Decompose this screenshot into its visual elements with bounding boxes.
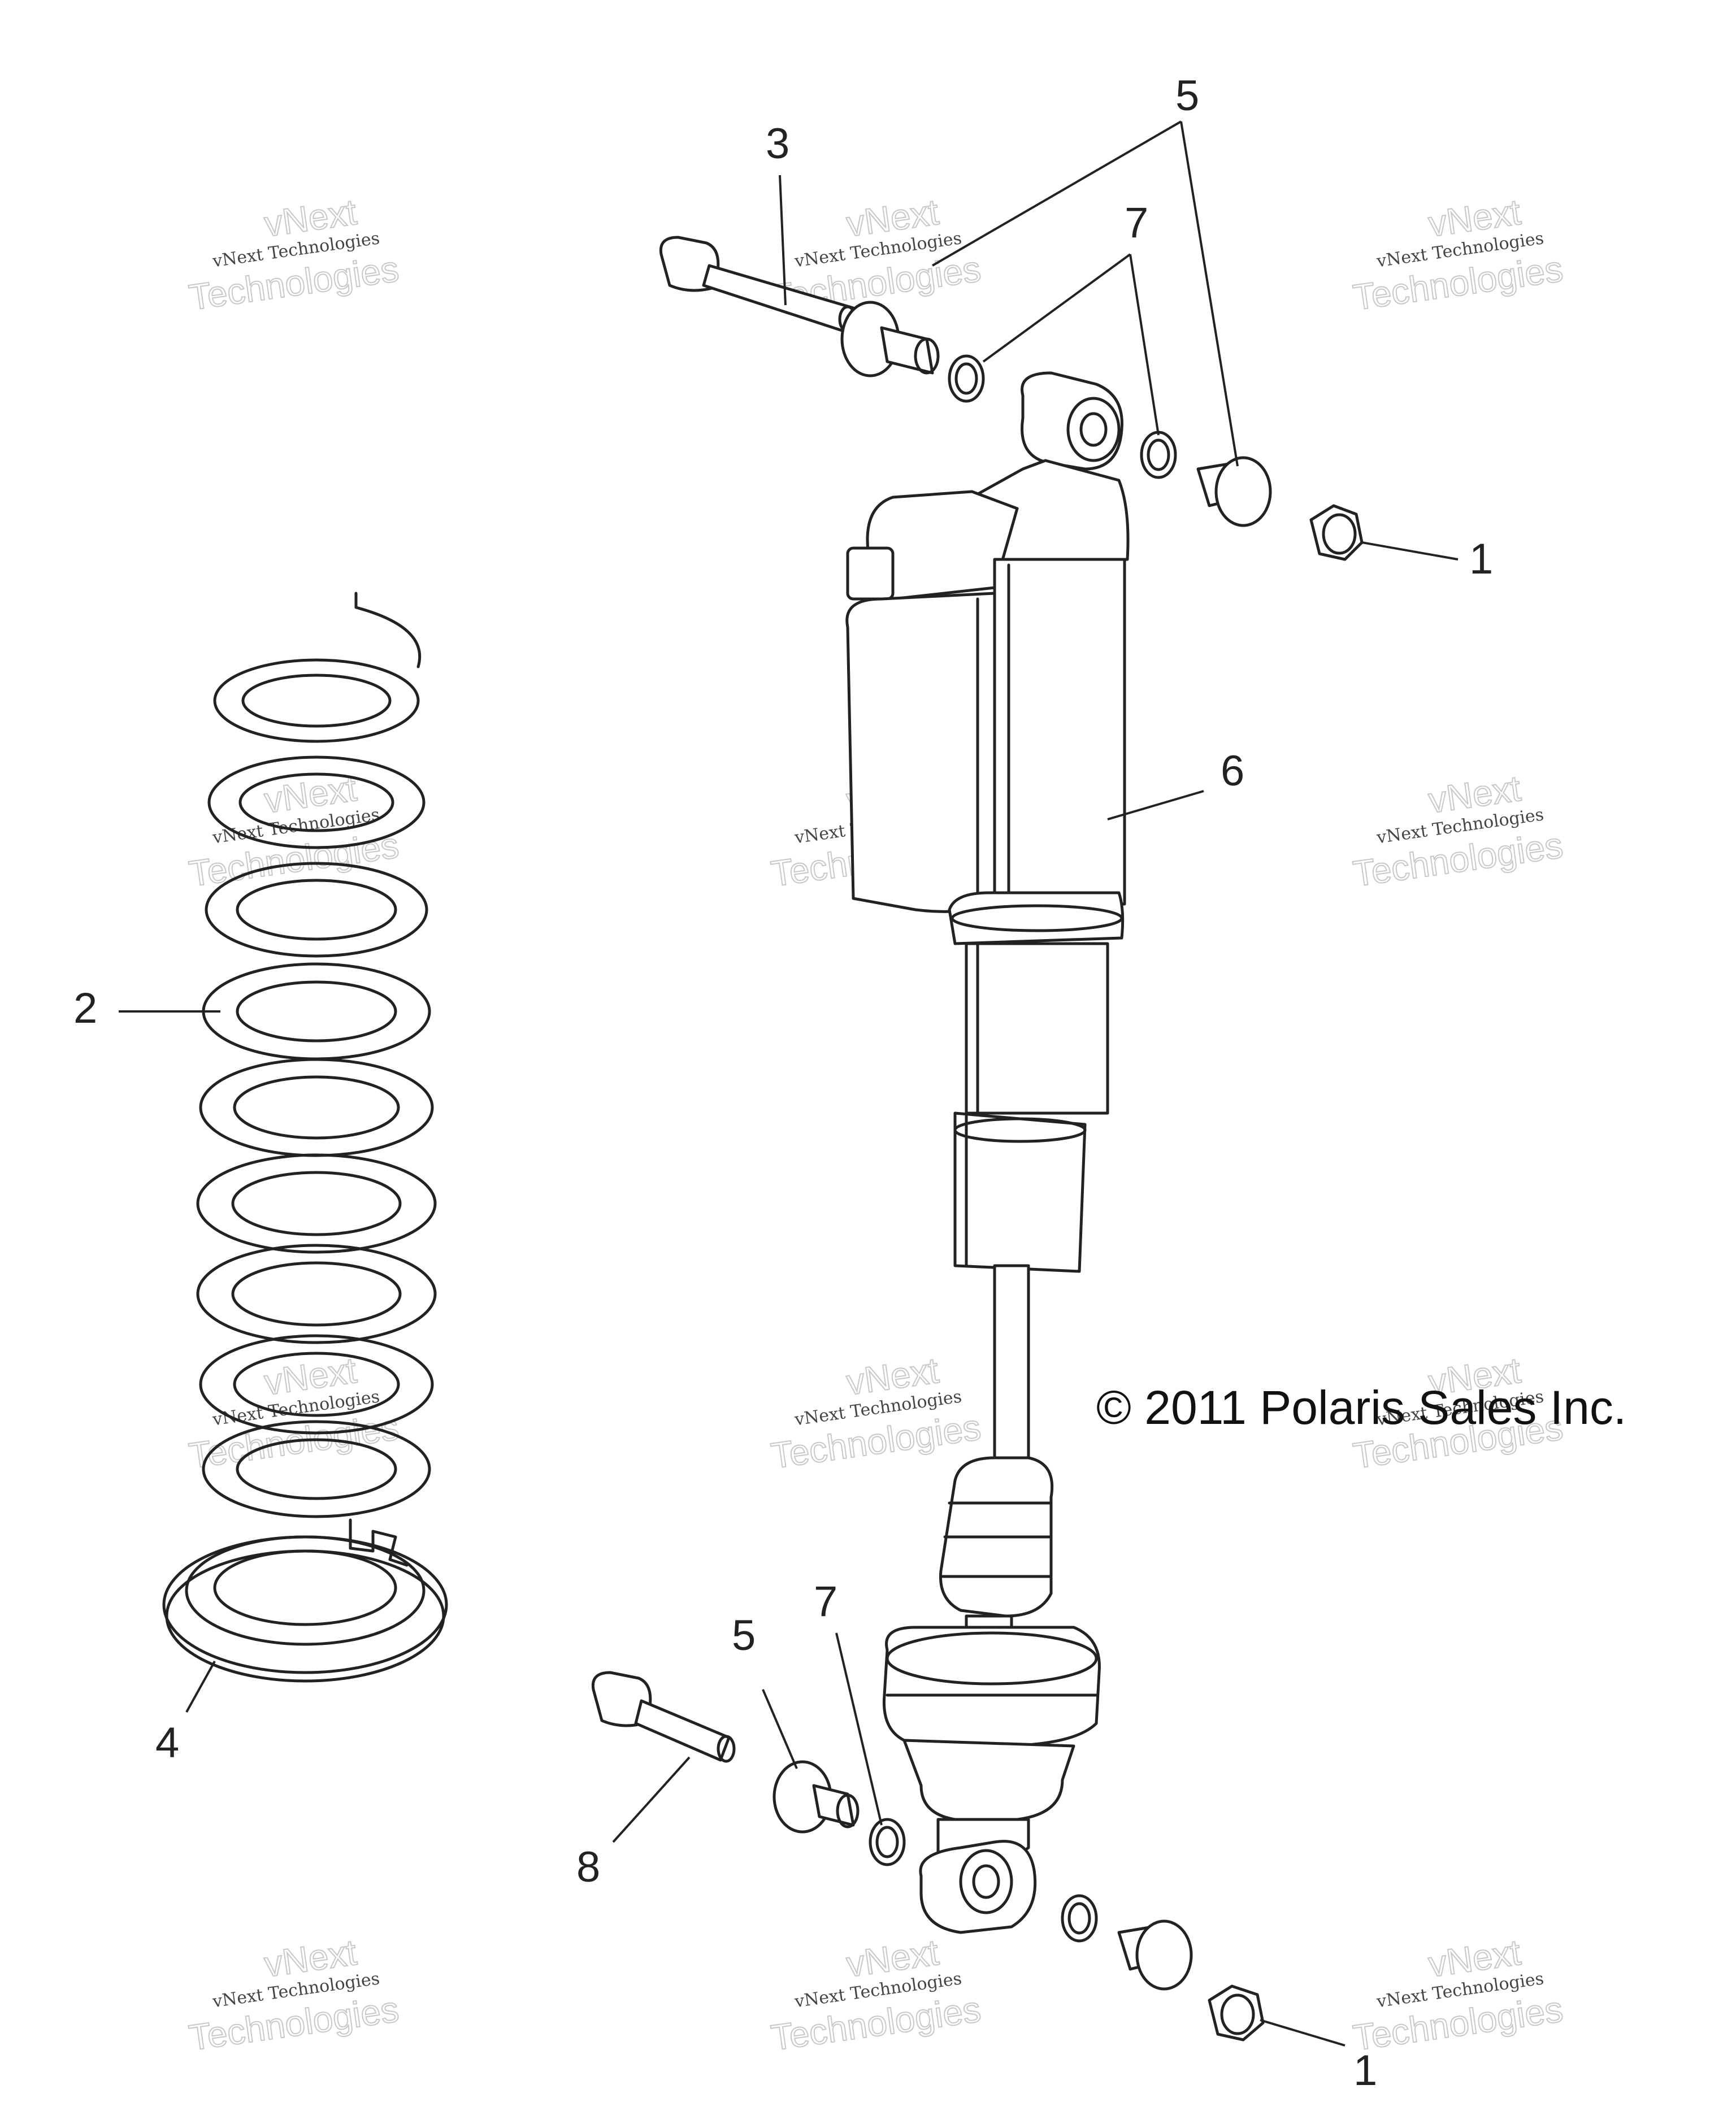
callout-7-lower: 7 — [814, 1578, 837, 1626]
lower-bolt-8 — [591, 1671, 736, 1763]
leader-lines — [119, 120, 1459, 2047]
upper-nut-1 — [1309, 504, 1364, 561]
upper-washer-7a — [948, 354, 985, 403]
callout-2: 2 — [73, 984, 97, 1032]
callout-7-upper: 7 — [1125, 199, 1148, 247]
callout-5-upper: 5 — [1175, 72, 1199, 120]
watermark: vNext vNext Technologies Technologies — [186, 1931, 402, 2059]
spring-seat — [162, 1518, 448, 1683]
lower-washer-7b — [1061, 1894, 1098, 1943]
lower-bushing-5 — [772, 1760, 860, 1834]
watermark: vNext vNext Technologies Technologies — [768, 191, 984, 319]
callout-3: 3 — [766, 120, 789, 168]
lower-washer-7a — [869, 1818, 906, 1866]
callout-4: 4 — [155, 1719, 179, 1767]
watermark: vNext vNext Technologies Technologies — [768, 1931, 984, 2059]
lower-bushing-5b — [1117, 1919, 1193, 1991]
shock-absorber — [845, 371, 1130, 1934]
callout-1-upper: 1 — [1469, 535, 1493, 583]
callout-5-lower: 5 — [732, 1612, 756, 1660]
callout-labels: 1 1 2 3 4 5 5 6 7 7 8 — [73, 72, 1493, 2095]
watermark: vNext vNext Technologies Technologies — [1350, 1931, 1566, 2059]
callout-8: 8 — [576, 1843, 600, 1891]
callout-1-lower: 1 — [1353, 2047, 1377, 2095]
upper-bushing-5b — [1196, 456, 1272, 527]
copyright-text: © 2011 Polaris Sales Inc. — [1096, 1381, 1626, 1434]
watermark: vNext vNext Technologies Technologies — [186, 191, 402, 319]
lower-nut-1 — [1208, 1984, 1265, 2042]
watermark: vNext vNext Technologies Technologies — [1350, 191, 1566, 319]
watermark: vNext vNext Technologies Technologies — [1350, 767, 1566, 895]
callout-6: 6 — [1221, 747, 1244, 795]
upper-washer-7b — [1140, 431, 1177, 479]
coil-spring — [196, 592, 437, 1518]
watermark: vNext vNext Technologies Technologies — [768, 1349, 984, 1477]
upper-bushing-5a — [840, 301, 940, 377]
